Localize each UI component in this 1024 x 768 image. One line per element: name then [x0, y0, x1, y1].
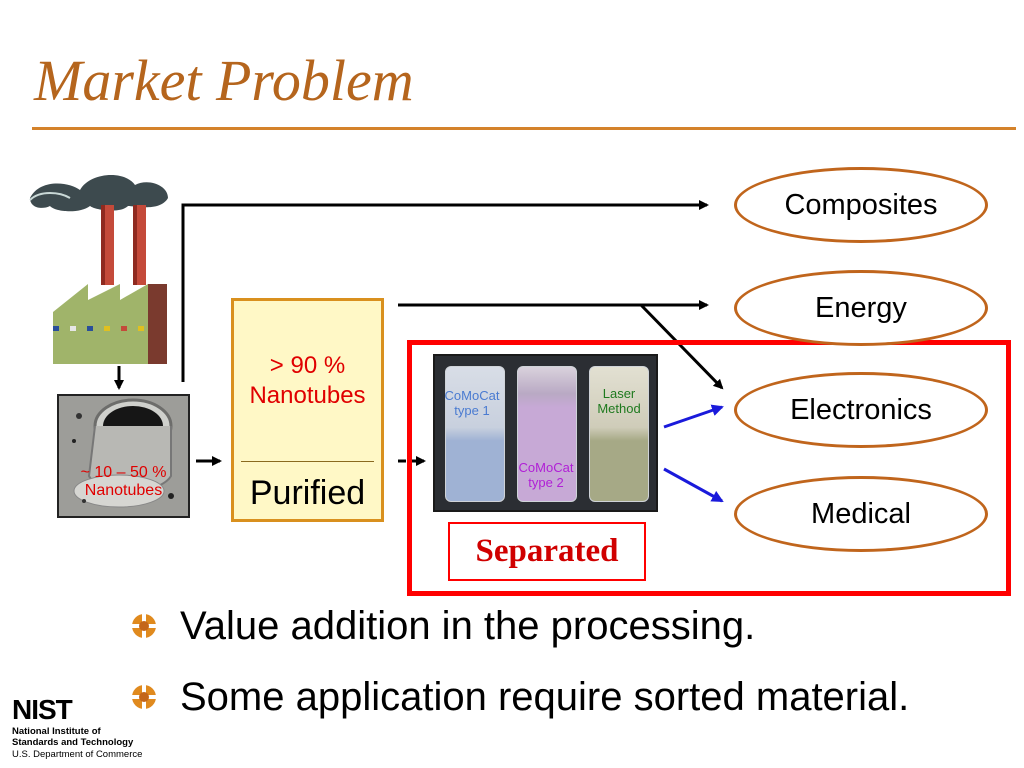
title-underline — [32, 127, 1016, 130]
slide-title: Market Problem — [34, 48, 414, 113]
vial-comocat-type2 — [517, 366, 577, 502]
nist-logo-wordmark: NIST — [12, 694, 73, 725]
bullet-item: Some application require sorted material… — [130, 673, 909, 721]
application-electronics: Electronics — [734, 372, 988, 448]
application-medical: Medical — [734, 476, 988, 552]
separated-vials-photo: CoMoCat type 1 CoMoCat type 2 Laser Meth… — [433, 354, 658, 512]
separated-label: Separated — [448, 522, 646, 581]
separated-highlight-frame — [407, 340, 1011, 596]
vial-label-comocat-type2: CoMoCat type 2 — [518, 460, 574, 490]
bullet-icon — [132, 685, 156, 709]
bullet-text: Some application require sorted material… — [180, 675, 910, 719]
vial-label-laser-method: Laser Method — [597, 386, 641, 416]
nist-logo-line3: U.S. Department of Commerce — [12, 749, 143, 760]
application-energy: Energy — [734, 270, 988, 346]
bullet-icon — [132, 614, 156, 638]
purified-box: > 90 % Nanotubes Purified — [231, 298, 384, 522]
purified-percentage: > 90 % Nanotubes — [249, 352, 366, 409]
vial-comocat-type1 — [445, 366, 505, 502]
bullet-text: Value addition in the processing. — [180, 604, 756, 648]
nist-logo-line2: Standards and Technology — [12, 737, 134, 748]
nist-logo-line1: National Institute of — [12, 726, 101, 737]
purified-label: Purified — [249, 474, 366, 512]
application-composites: Composites — [734, 167, 988, 243]
separated-to-electronics-arrow — [663, 404, 724, 429]
purified-divider — [241, 461, 374, 462]
factory-icon — [29, 174, 168, 364]
to-electronics-arrow — [639, 303, 724, 390]
vial-label-comocat-type1: CoMoCat type 1 — [444, 388, 500, 418]
raw-nanotubes-label: ~ 10 – 50 % Nanotubes — [80, 464, 167, 499]
separated-to-medical-arrow — [663, 467, 724, 503]
raw-nanotubes-photo: ~ 10 – 50 % Nanotubes — [57, 394, 190, 518]
vial-laser-method — [589, 366, 649, 502]
raw-to-composites-arrow — [181, 200, 709, 382]
bullet-item: Value addition in the processing. — [130, 602, 755, 650]
